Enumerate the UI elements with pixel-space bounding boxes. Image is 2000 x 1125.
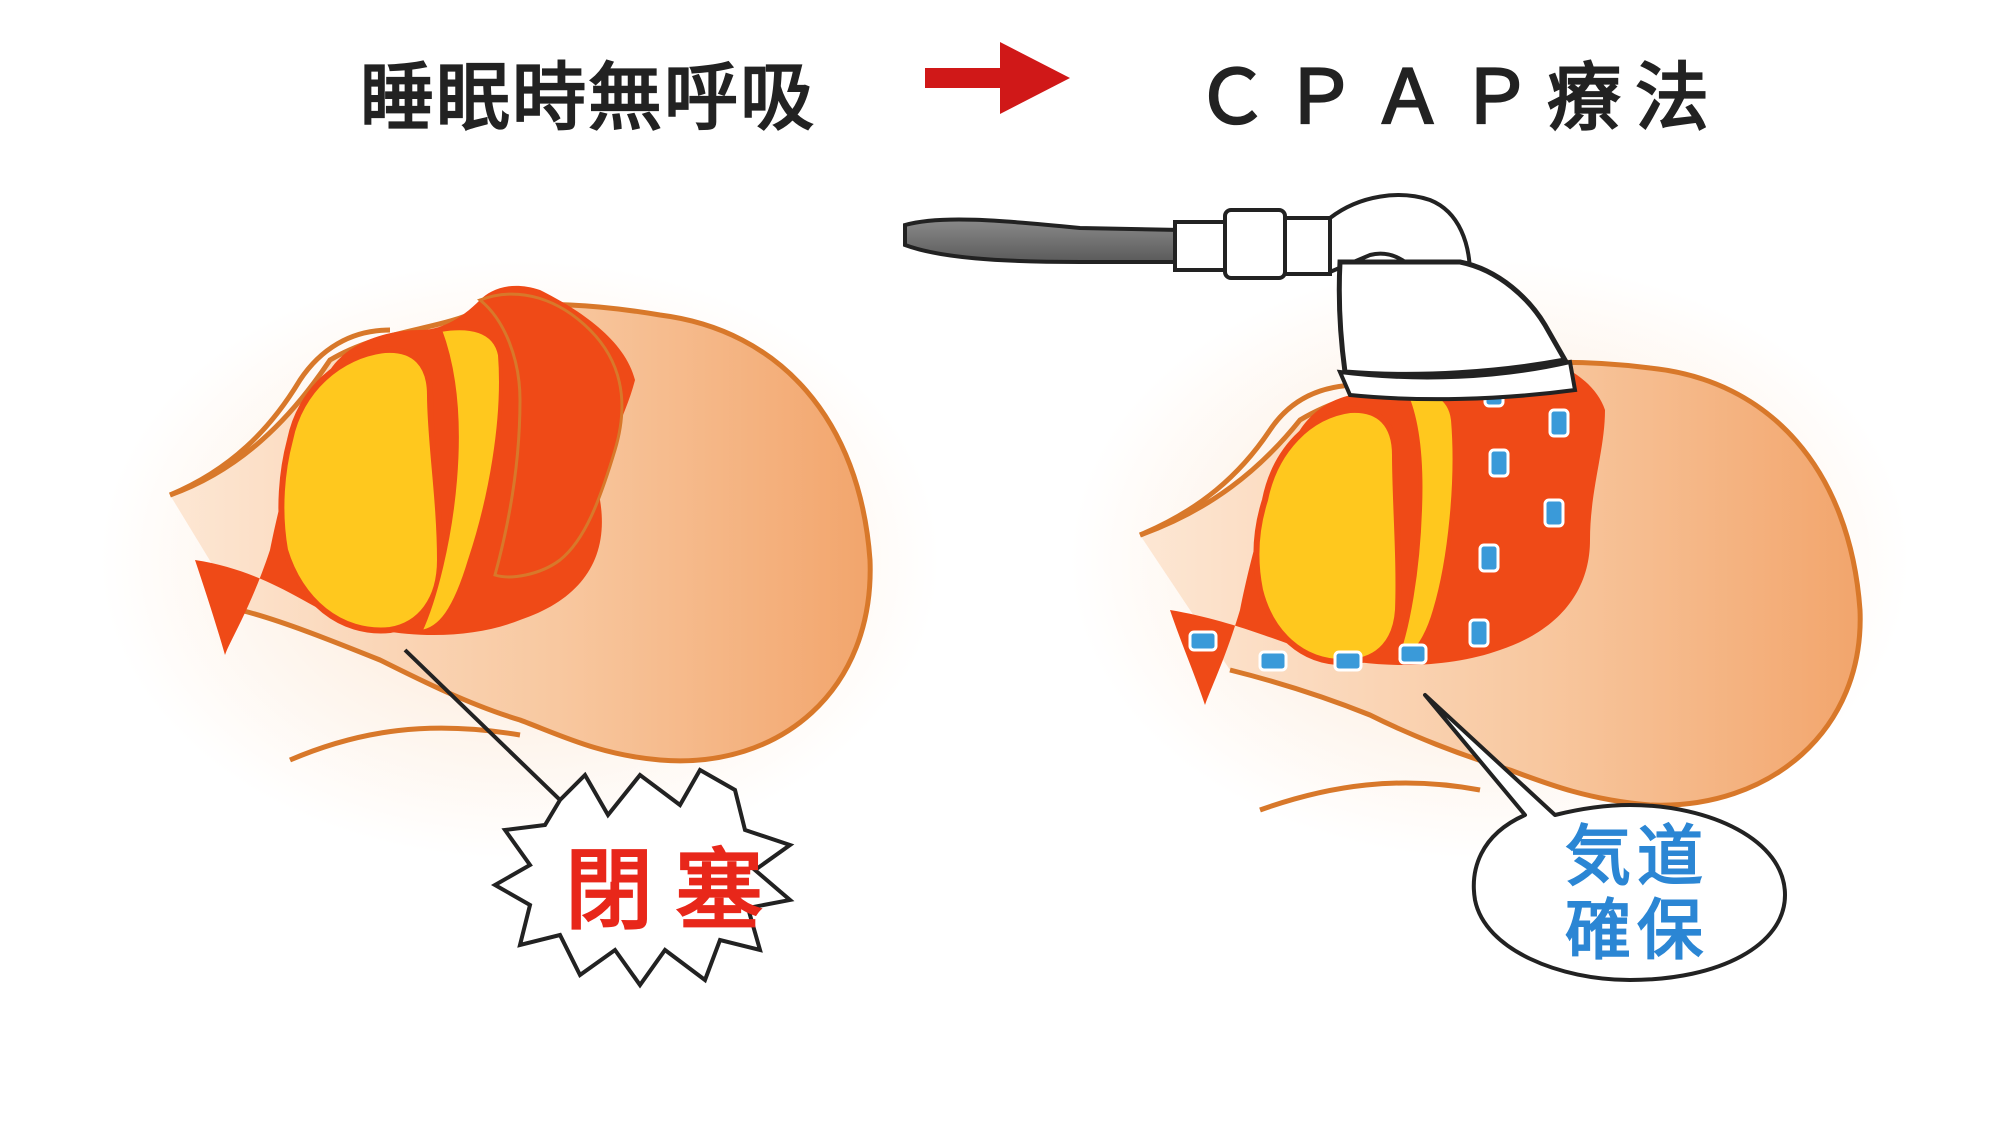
occlusion-label: 閉塞 xyxy=(565,839,786,942)
airway-secured-label: 気道 確保 xyxy=(1562,820,1712,968)
cpap-mask-icon xyxy=(903,193,1578,402)
airway-secured-line1: 気道 xyxy=(1565,818,1709,895)
airway-secured-line2: 確保 xyxy=(1565,892,1709,969)
right-arrow-icon xyxy=(925,42,1070,114)
title-sleep-apnea: 睡眠時無呼吸 xyxy=(360,55,816,141)
title-cpap-therapy: ＣＰＡＰ療法 xyxy=(1195,55,1723,141)
left-head-illustration xyxy=(100,260,940,860)
burst-bubble-icon xyxy=(403,648,795,989)
speech-bubble-icon xyxy=(1423,693,1787,982)
